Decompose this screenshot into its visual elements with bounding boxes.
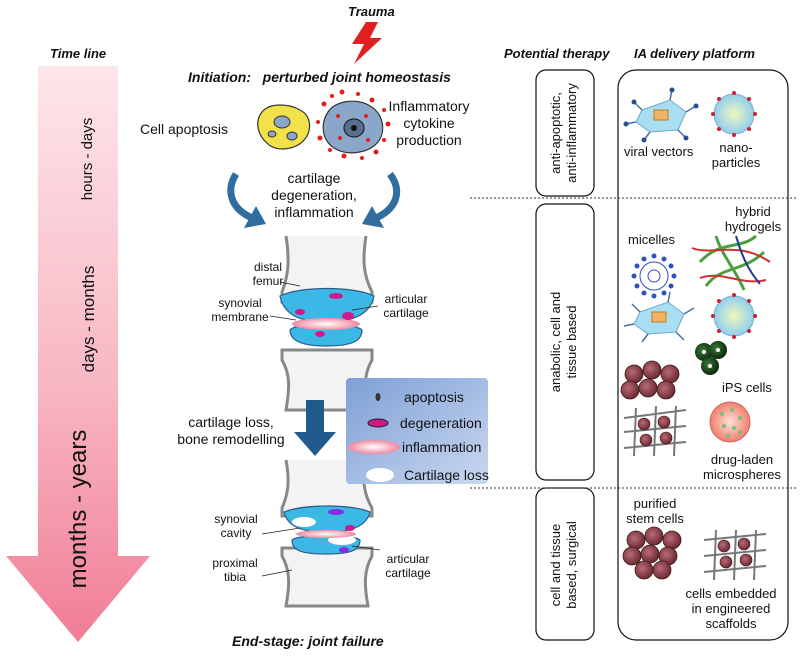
micelle-icon xyxy=(631,253,677,299)
curved-arrow-right-icon xyxy=(374,171,401,222)
therapy-anabolic: anabolic, cell and tissue based xyxy=(548,271,582,413)
cartilage-degeneration-label: cartilage degeneration, inflammation xyxy=(266,170,362,221)
nanoparticles-line-1: nano- xyxy=(719,140,753,155)
therapy-2-line-1: anabolic, cell and xyxy=(548,291,563,393)
hybrid-line-2: hydrogels xyxy=(724,219,782,234)
articular-cartilage-2-line-1: articular xyxy=(386,552,430,566)
platform-box xyxy=(617,69,789,641)
synovial-cavity-label: synovial cavity xyxy=(208,512,264,540)
synovial-cavity-line-1: synovial xyxy=(214,512,258,526)
therapy-1-line-2: anti-inflammatory xyxy=(564,83,579,183)
hybrid-line-1: hybrid xyxy=(735,204,771,219)
cartilage-loss-label: cartilage loss, bone remodelling xyxy=(166,414,296,448)
cells-embedded-label: cells embedded in engineered scaffolds xyxy=(676,586,786,631)
purified-line-1: purified xyxy=(633,496,677,511)
inflammatory-line-2: cytokine xyxy=(403,115,455,131)
distal-femur-line-2: femur xyxy=(252,274,284,288)
therapy-box-1 xyxy=(535,69,595,197)
phase-hours-days: hours - days xyxy=(79,117,96,201)
drug-laden-label: drug-laden microspheres xyxy=(694,452,790,482)
articular-cartilage-1-line-1: articular xyxy=(384,292,428,306)
cartilage-loss-line-1: cartilage loss, xyxy=(188,414,274,430)
proximal-tibia-line-1: proximal xyxy=(212,556,258,570)
time-line-label: Time line xyxy=(50,46,107,61)
timeline-arrow xyxy=(6,66,150,642)
initiation-label: Initiation: perturbed joint homeostasis xyxy=(188,69,451,85)
apoptotic-cell-icon xyxy=(257,104,311,150)
synovial-membrane-label: synovial membrane xyxy=(208,296,272,324)
legend-box xyxy=(346,378,488,484)
therapy-2-line-2: tissue based xyxy=(564,305,579,379)
purified-line-2: stem cells xyxy=(626,511,684,526)
cartilage-loss-line-2: bone remodelling xyxy=(177,431,285,447)
legend-cartilage-loss: Cartilage loss xyxy=(404,467,489,483)
nanoparticles-line-2: particles xyxy=(711,155,761,170)
degeneration-line-3: inflammation xyxy=(274,204,354,220)
articular-cartilage-label-1: articular cartilage xyxy=(376,292,436,320)
cell-apoptosis-label: Cell apoptosis xyxy=(140,121,228,137)
therapy-box-2 xyxy=(535,203,595,481)
therapy-1-line-1: anti-apoptotic, xyxy=(548,92,563,174)
phase-days-months: days - months xyxy=(79,265,98,373)
embedded-line-2: in engineered xyxy=(691,601,771,616)
viral-vector-icon-2 xyxy=(623,291,695,343)
potential-therapy-header: Potential therapy xyxy=(504,46,610,61)
proximal-tibia-label: proximal tibia xyxy=(206,556,264,584)
articular-cartilage-1-line-2: cartilage xyxy=(383,306,429,320)
therapy-3-line-2: based, surgical xyxy=(564,521,579,609)
lower-knee-joint-icon xyxy=(280,459,374,608)
inflammatory-line-3: production xyxy=(396,132,462,148)
micelles-label: micelles xyxy=(628,232,675,247)
ips-cells-icon xyxy=(695,341,727,375)
phase-months-years: months - years xyxy=(65,429,92,589)
inflammatory-line-1: Inflammatory xyxy=(388,98,470,114)
purified-stem-cells-label: purified stem cells xyxy=(620,496,690,526)
therapy-box-3 xyxy=(535,487,595,641)
legend-degeneration: degeneration xyxy=(400,415,482,431)
down-arrow-icon xyxy=(294,400,336,456)
articular-cartilage-2-line-2: cartilage xyxy=(385,566,431,580)
nanoparticle-icon xyxy=(711,91,757,137)
ia-delivery-header: IA delivery platform xyxy=(634,46,755,61)
stem-cell-cluster-icon xyxy=(622,526,682,580)
cell-cluster-icon xyxy=(620,360,680,400)
viral-vector-icon xyxy=(623,87,699,143)
ips-cells-label: iPS cells xyxy=(722,380,772,395)
viral-vectors-label: viral vectors xyxy=(624,144,694,159)
degeneration-line-1: cartilage xyxy=(287,170,341,186)
proximal-tibia-line-2: tibia xyxy=(223,570,246,584)
inflammatory-label: Inflammatory cytokine production xyxy=(384,98,474,149)
legend-apoptosis: apoptosis xyxy=(404,389,464,405)
embedded-line-3: scaffolds xyxy=(705,616,757,631)
synovial-cavity-line-2: cavity xyxy=(220,526,252,540)
scaffold-icon xyxy=(623,405,687,457)
nanoparticle-icon-2 xyxy=(711,293,757,339)
nanoparticles-label: nano- particles xyxy=(706,140,766,170)
synovial-membrane-line-1: synovial xyxy=(218,296,262,310)
therapy-3-line-1: cell and tissue xyxy=(548,523,563,607)
degeneration-line-2: degeneration, xyxy=(271,187,357,203)
drug-laden-line-1: drug-laden xyxy=(710,452,774,467)
articular-cartilage-label-2: articular cartilage xyxy=(378,552,438,580)
trauma-label: Trauma xyxy=(348,4,395,19)
drug-laden-line-2: microspheres xyxy=(702,467,782,482)
therapy-anti-apoptotic: anti-apoptotic, anti-inflammatory xyxy=(548,72,582,194)
hybrid-hydrogel-icon xyxy=(691,234,771,291)
embedded-line-1: cells embedded xyxy=(685,586,777,601)
therapy-surgical: cell and tissue based, surgical xyxy=(548,504,582,626)
trauma-lightning-icon xyxy=(352,22,382,64)
drug-laden-microsphere-icon xyxy=(709,401,751,443)
curved-arrow-left-icon xyxy=(227,172,254,222)
legend-inflammation: inflammation xyxy=(402,439,482,455)
scaffold-icon-2 xyxy=(703,529,767,581)
end-stage-label: End-stage: joint failure xyxy=(232,633,384,649)
hybrid-hydrogels-label: hybrid hydrogels xyxy=(718,204,788,234)
synovial-membrane-line-2: membrane xyxy=(211,310,269,324)
distal-femur-line-1: distal xyxy=(253,260,282,274)
distal-femur-label: distal femur xyxy=(248,260,288,288)
inflammatory-cell-icon xyxy=(316,89,391,160)
